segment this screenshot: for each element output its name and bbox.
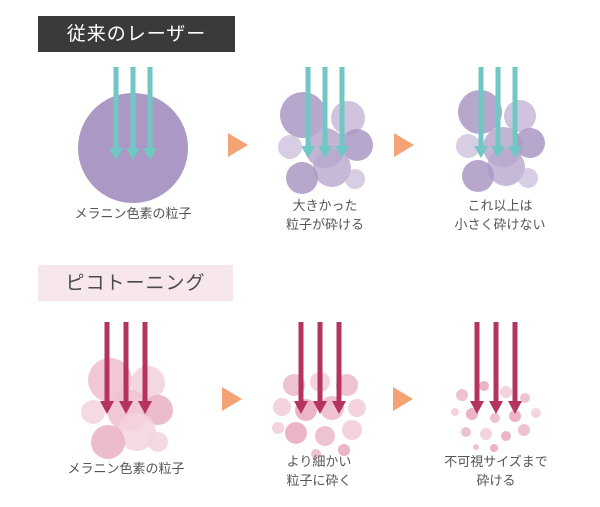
- caption-melanin-particle: メラニン色素の粒子: [74, 207, 192, 222]
- step-arrow-icon: [228, 133, 248, 157]
- caption-finer-particles: より細かい 粒子に砕く: [286, 455, 352, 489]
- step-arrow-icon: [394, 133, 414, 157]
- caption-invisible-size: 不可視サイズまで 砕ける: [444, 455, 548, 489]
- section-title-conventional-laser: 従来のレーザー: [38, 16, 235, 52]
- teal-laser-arrows-1: [109, 67, 157, 160]
- teal-laser-arrows-3: [474, 67, 522, 158]
- crimson-laser-arrows-1: [100, 322, 152, 414]
- step-arrow-icon: [222, 387, 242, 411]
- teal-laser-arrows-2: [301, 67, 349, 158]
- melanin-particle-cluster: [81, 358, 173, 459]
- invisible-size-particles: [451, 381, 541, 452]
- step-arrow-icon: [393, 387, 413, 411]
- caption-melanin-particle-pico: メラニン色素の粒子: [67, 462, 185, 477]
- crimson-laser-arrows-2: [294, 322, 346, 414]
- caption-cannot-break-smaller: これ以上は 小さく砕けない: [454, 199, 546, 233]
- crimson-laser-arrows-3: [470, 322, 522, 414]
- caption-particle-breaks: 大きかった 粒子が砕ける: [285, 199, 364, 233]
- section-title-pico-toning: ピコトーニング: [38, 265, 233, 301]
